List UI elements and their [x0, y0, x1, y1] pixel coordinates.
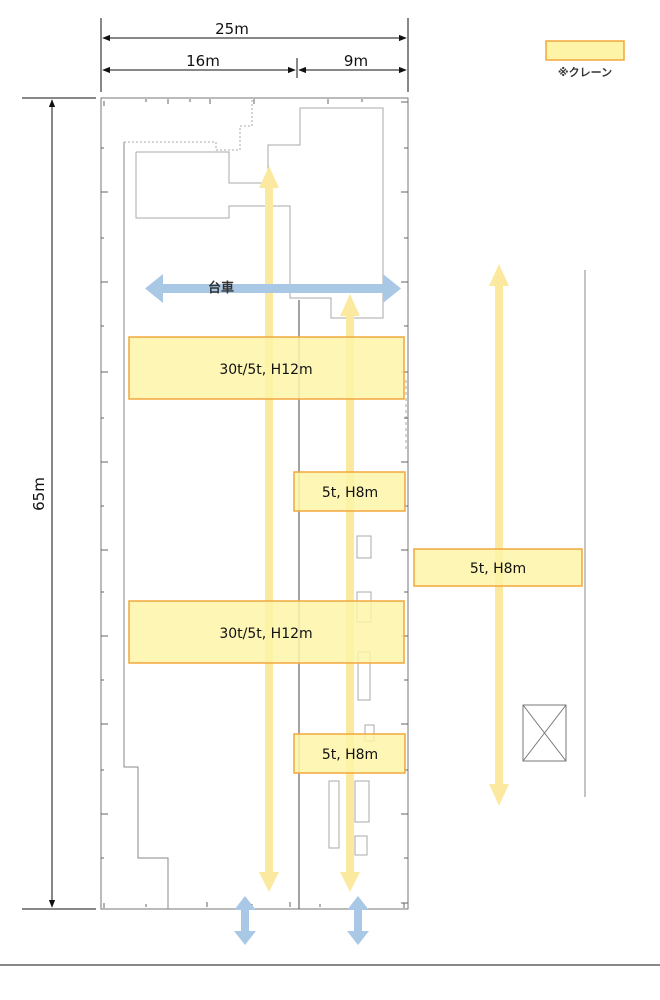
dimension-right-span: 9m [344, 52, 368, 70]
crane-box-1: 30t/5t, H12m [128, 336, 405, 400]
crane-label: 5t, H8m [322, 485, 378, 501]
cart-horizontal-arrow [145, 274, 401, 303]
crane-box-4: 5t, H8m [293, 733, 406, 774]
crane-travel-arrow-left [259, 166, 279, 892]
dimension-length: 65m [30, 477, 48, 511]
crane-travel-arrow-center [340, 294, 360, 892]
crane-label: 5t, H8m [470, 561, 526, 577]
crane-box-2: 5t, H8m [293, 471, 406, 512]
crane-label: 5t, H8m [322, 747, 378, 763]
legend-label: ※クレーン [558, 66, 612, 79]
dimension-left-span: 16m [186, 52, 220, 70]
crane-label: 30t/5t, H12m [219, 362, 312, 378]
crane-travel-arrow-outdoor [489, 264, 509, 806]
cart-vertical-arrow-right [347, 896, 369, 945]
crane-box-3: 30t/5t, H12m [128, 600, 405, 664]
dimension-total-width: 25m [215, 20, 249, 38]
cart-label: 台車 [208, 280, 234, 296]
dimension-lines [22, 18, 409, 910]
cart-vertical-arrow-left [234, 896, 256, 945]
crane-box-outdoor: 5t, H8m [413, 548, 583, 587]
crane-label: 30t/5t, H12m [219, 626, 312, 642]
crossed-box-icon [522, 704, 567, 762]
legend-swatch [545, 40, 625, 61]
